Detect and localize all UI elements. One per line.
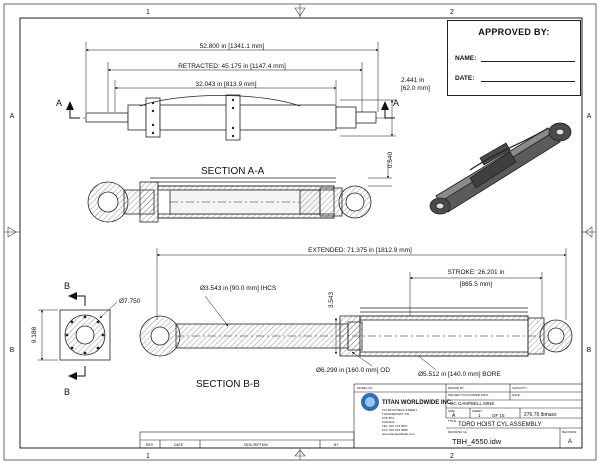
- dim-rod-end-width: 3.543: [328, 291, 335, 308]
- approval-title: APPROVED BY:: [478, 27, 550, 37]
- zone-row-b: B: [10, 347, 15, 354]
- dim-offset: 0.640: [387, 151, 394, 168]
- approval-date-label: DATE:: [455, 75, 475, 82]
- zone-col-1-bottom: 1: [146, 453, 150, 460]
- cut-b-label-top: B: [64, 281, 70, 291]
- end-view-bolts: [65, 315, 105, 355]
- offset-dimension: [368, 160, 392, 187]
- sheet-value: 1: [478, 413, 481, 418]
- dim-pin-diameter: Ø7.750: [119, 298, 141, 305]
- zone-row-a: A: [10, 113, 15, 120]
- label-capacity: CAPACITY:: [512, 386, 528, 390]
- dim-overall-length: 52.800 in [1341.1 mm]: [200, 43, 265, 50]
- fax: FAX: 807.623.3855: [382, 428, 408, 432]
- address-line-1: 701 MONTREAL STREET: [382, 408, 417, 412]
- website: www.titanworldwide.com: [382, 432, 415, 436]
- dim-height-a-mm: [62.0 mm]: [401, 85, 430, 92]
- address-line-2: THUNDER BAY, ON: [382, 412, 409, 416]
- label-drawn-by: DRAWN BY:: [448, 386, 465, 390]
- cut-b-label-bottom: B: [64, 387, 70, 397]
- dim-bore: Ø5.512 in [140.0 mm] BORE: [418, 371, 501, 378]
- zone-col-2-bottom: 2: [450, 453, 454, 460]
- label-drawing-no: DRAWING No.: [448, 430, 468, 434]
- customer-name: OC CAMPBELL MINE: [450, 401, 494, 406]
- zone-row-b-right: B: [587, 347, 592, 354]
- approval-name-row[interactable]: NAME:: [455, 55, 575, 62]
- top-view-cylinder: [70, 94, 395, 141]
- drawing-title: TORO HOIST CYL ASSEMBLY: [458, 422, 541, 428]
- phone: TEL: 807.473.3597: [382, 424, 408, 428]
- top-dimensions: [85, 42, 396, 137]
- section-aa-title: SECTION A-A: [201, 166, 265, 177]
- address-line-4: CANADA: [382, 420, 395, 424]
- zone-col-1: 1: [146, 9, 150, 16]
- label-size: SIZE:: [448, 409, 456, 413]
- label-sheet: SHEET:: [472, 409, 483, 413]
- dim-retracted-length: RETRACTED: 45.175 in [1147.4 mm]: [178, 63, 286, 70]
- cut-plane-b: [75, 295, 86, 377]
- address-line-3: P7E 3P3: [382, 416, 394, 420]
- approval-name-label: NAME:: [455, 55, 477, 62]
- sheet-of: OF 15: [492, 413, 505, 418]
- cut-b-arrow-top: [68, 292, 77, 300]
- drawing-number: TBH_4550.idw: [452, 437, 502, 446]
- top-view-bolts: [151, 98, 235, 138]
- label-date: DATE:: [512, 393, 521, 397]
- label-model: MODEL No.: [357, 386, 373, 390]
- zone-col-2: 2: [450, 9, 454, 16]
- label-revision: REVISION:: [562, 430, 577, 434]
- titan-logo: [361, 393, 379, 411]
- company-name: TITAN WORLDWIDE INC.: [382, 400, 453, 406]
- zone-row-a-right: A: [587, 113, 592, 120]
- section-bb-drawing: [139, 307, 573, 357]
- rev-col-date: DATE: [174, 443, 184, 447]
- cut-a-arrow-left: [66, 101, 74, 110]
- cut-a-label-right: A: [393, 98, 399, 108]
- dim-end-height: 9.188: [31, 326, 38, 343]
- dim-stroke: STROKE: 26.201 in: [447, 269, 504, 276]
- rev-col-description: DESCRIPTION: [244, 443, 268, 447]
- section-bb-title: SECTION B-B: [196, 379, 260, 390]
- dim-stroke-mm: [865.5 mm]: [460, 281, 493, 288]
- size-value: A: [452, 413, 456, 419]
- dim-height-a: 2.441 in: [401, 77, 425, 84]
- approval-box: APPROVED BY: NAME: DATE:: [447, 20, 581, 96]
- rev-col-by: BY: [334, 443, 339, 447]
- weight: 276.76 lbmass: [524, 412, 557, 418]
- approval-date-row[interactable]: DATE:: [455, 75, 575, 82]
- revision-value: A: [568, 439, 572, 445]
- approval-date-line[interactable]: [481, 81, 575, 82]
- dim-extended-length: EXTENDED: 71.375 in [1812.9 mm]: [308, 247, 412, 254]
- rev-col-rev: REV: [146, 443, 154, 447]
- dim-pin-to-trunnion: 32.043 in [813.9 mm]: [195, 81, 256, 88]
- iso-view-cylinder: [429, 122, 572, 215]
- cut-a-arrow-right: [381, 101, 389, 110]
- end-view-dimensions: [38, 301, 118, 361]
- zone-ticks: [4, 4, 596, 460]
- label-title: TITLE:: [448, 419, 457, 423]
- dim-outer-diameter: Ø6.299 in [160.0 mm] OD: [316, 367, 390, 374]
- cut-a-label-left: A: [56, 98, 62, 108]
- cut-b-arrow-bottom: [68, 372, 77, 380]
- title-block-frame: [139, 383, 583, 449]
- dim-rod-diameter: Ø3.543 in [90.0 mm] IHCS: [200, 285, 277, 292]
- section-aa-drawing: [87, 177, 372, 223]
- approval-name-line[interactable]: [481, 61, 575, 62]
- label-project: PROJECT/CUSTOMER INFO:: [448, 393, 489, 397]
